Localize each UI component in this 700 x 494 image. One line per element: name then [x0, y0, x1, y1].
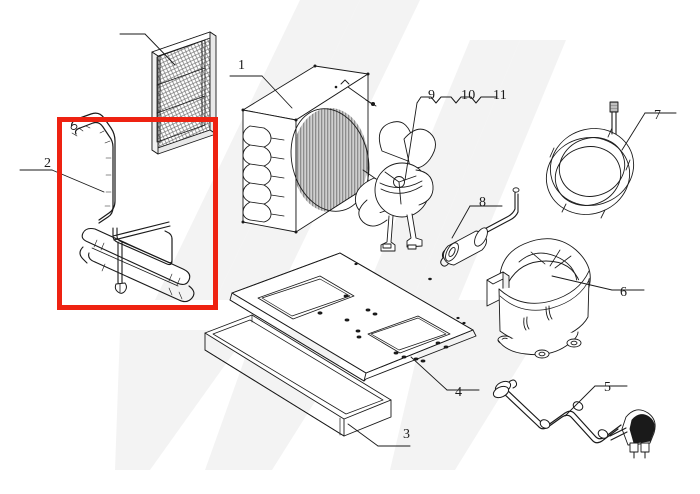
part-12-mesh-grille — [119, 31, 217, 155]
part-4-base-plate — [229, 252, 480, 391]
callout-10-fan-motor: 10 — [461, 88, 476, 103]
part-5-suction-line-assembly — [492, 379, 656, 459]
callout-6-compressor: 6 — [620, 285, 628, 300]
callout-7-capillary-coil: 7 — [654, 108, 662, 123]
callout-3-drip-tray: 3 — [403, 427, 411, 442]
callout-2-evaporator-tube-frame: 2 — [44, 156, 52, 171]
callout-4-base-plate: 4 — [455, 385, 463, 400]
callout-9-fan-blade: 9 — [428, 88, 436, 103]
callout-5-suction-line-assembly: 5 — [604, 380, 612, 395]
callout-1-condenser-coil: 1 — [238, 58, 246, 73]
callout-8-filter-drier: 8 — [479, 195, 487, 210]
part-7-capillary-coil — [545, 101, 677, 219]
part-9-10-11-fan-motor-assembly — [354, 96, 498, 252]
callout-11-fan-bracket: 11 — [493, 88, 508, 103]
part-8-filter-drier — [440, 187, 520, 267]
part-1-condenser-coil — [229, 64, 384, 234]
part-2-evaporator-tube-frame — [19, 112, 195, 303]
part-3-drip-tray — [204, 314, 411, 447]
part-6-compressor — [486, 238, 645, 359]
